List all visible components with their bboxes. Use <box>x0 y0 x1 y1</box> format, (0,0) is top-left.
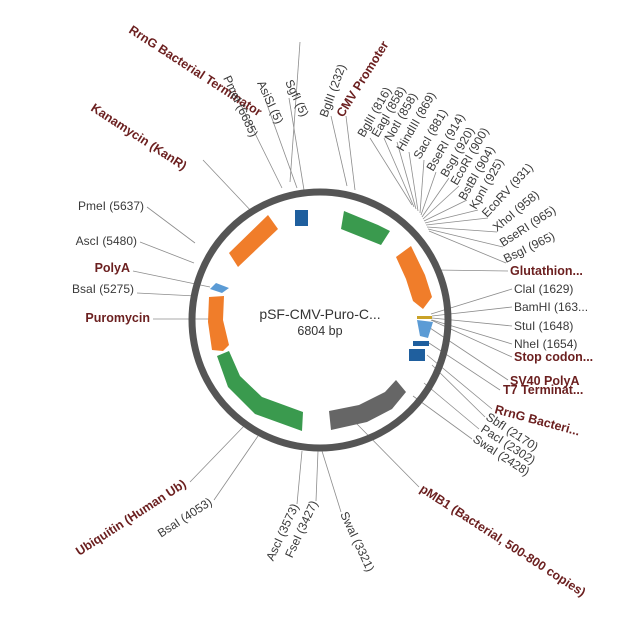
leader-line-cmv <box>345 115 356 191</box>
map-label-bsai-5275[interactable]: BsaI (5275) <box>72 282 134 296</box>
leader-line-kpni-925 <box>424 209 479 224</box>
map-label-gst[interactable]: Glutathion... <box>510 264 583 278</box>
leader-line-sgfi-5 <box>288 97 305 191</box>
leader-line-rrng-top <box>289 41 301 183</box>
leader-line-eagi-858 <box>383 137 415 208</box>
leader-line-fsei-3427 <box>315 450 319 502</box>
map-label-asci-5480[interactable]: AscI (5480) <box>76 234 137 248</box>
plasmid-size: 6804 bp <box>297 324 342 338</box>
map-label-sgfi-5[interactable]: SgfI (5) <box>282 77 311 119</box>
glutathione-feature-arrow[interactable] <box>396 246 432 309</box>
leader-line-hindiii-869 <box>408 151 419 212</box>
leader-line-pmei-5637 <box>146 206 196 244</box>
leader-line-pmb1 <box>355 422 420 488</box>
map-label-pmei-5637[interactable]: PmeI (5637) <box>78 199 144 213</box>
leader-line-saci-881 <box>419 159 425 214</box>
pmb1-origin-feature-arrow[interactable] <box>329 380 406 430</box>
map-label-puromycin[interactable]: Puromycin <box>85 311 150 325</box>
map-label-swai-3321[interactable]: SwaI (3321) <box>337 509 377 574</box>
leader-line-bglii-232 <box>330 115 348 187</box>
map-label-kanr[interactable]: Kanamycin (KanR) <box>88 101 189 173</box>
rrng-terminator-feature-box[interactable] <box>295 210 308 226</box>
leader-line-asci-3573 <box>296 450 303 505</box>
leader-line-sv40 <box>429 327 509 381</box>
ubiquitin-feature-arrow[interactable] <box>217 351 303 431</box>
map-label-polya[interactable]: PolyA <box>95 261 130 275</box>
map-label-t7[interactable]: T7 Terminat... <box>503 383 583 397</box>
polya-feature-arrow[interactable] <box>210 283 229 293</box>
plasmid-name: pSF-CMV-Puro-C... <box>259 306 380 322</box>
leader-line-ubiquitin <box>189 424 246 483</box>
leader-line-swai-3321 <box>321 450 342 513</box>
leader-line-ecorv-931 <box>425 217 489 226</box>
leader-line-asisi-5 <box>264 98 298 189</box>
map-label-stui-1648[interactable]: StuI (1648) <box>514 319 573 333</box>
cmv-promoter-feature-arrow[interactable] <box>341 211 390 245</box>
map-label-stop[interactable]: Stop codon... <box>514 350 593 364</box>
leader-line-kanr <box>202 159 254 214</box>
kanamycin-feature-arrow[interactable] <box>229 215 278 267</box>
rrng-bacterial-feature-box[interactable] <box>409 349 425 361</box>
leader-line-bstbi-904 <box>423 199 468 222</box>
map-label-nhei-1654[interactable]: NheI (1654) <box>514 337 577 351</box>
leader-line-bseri-914 <box>420 171 437 216</box>
leader-line-swai-2428 <box>412 395 473 440</box>
leader-line-bsai-5275 <box>136 292 197 297</box>
leader-line-stui-1648 <box>431 317 513 327</box>
leader-line-ecori-900 <box>422 185 460 220</box>
map-label-asisi-5[interactable]: AsiSI (5) <box>254 78 286 126</box>
leader-line-asci-5480 <box>139 241 195 264</box>
leader-line-pmei-6685 <box>235 94 283 189</box>
leader-line-bglii-816 <box>369 137 413 206</box>
leader-line-bsai-4053 <box>213 435 259 501</box>
stop-codon-feature-bar[interactable] <box>417 316 432 319</box>
sv40-polya-feature-arrow[interactable] <box>417 320 433 338</box>
leader-lines <box>132 41 513 513</box>
map-label-sv40[interactable]: SV40 PolyA <box>510 374 579 388</box>
t7-terminator-feature-box[interactable] <box>413 341 429 346</box>
leader-line-bseri-965 <box>427 228 504 248</box>
leader-line-paci-2302 <box>423 382 480 430</box>
plasmid-backbone-ring <box>188 188 452 452</box>
puromycin-feature-arrow[interactable] <box>208 296 229 351</box>
leader-line-xhoi-958 <box>426 226 498 233</box>
leader-line-noti-858 <box>396 141 417 210</box>
leader-line-sbfi-2170 <box>431 364 486 418</box>
leader-line-gst <box>435 269 509 272</box>
feature-arrows <box>208 210 433 431</box>
map-label-clai-1629[interactable]: ClaI (1629) <box>514 282 573 296</box>
map-label-pmb1[interactable]: pMB1 (Bacterial, 500-800 copies) <box>417 482 588 600</box>
leader-line-bsgi-965 <box>428 230 507 264</box>
map-label-bamhi-163[interactable]: BamHI (163... <box>514 300 588 314</box>
leader-line-bsgi-920 <box>421 177 450 218</box>
